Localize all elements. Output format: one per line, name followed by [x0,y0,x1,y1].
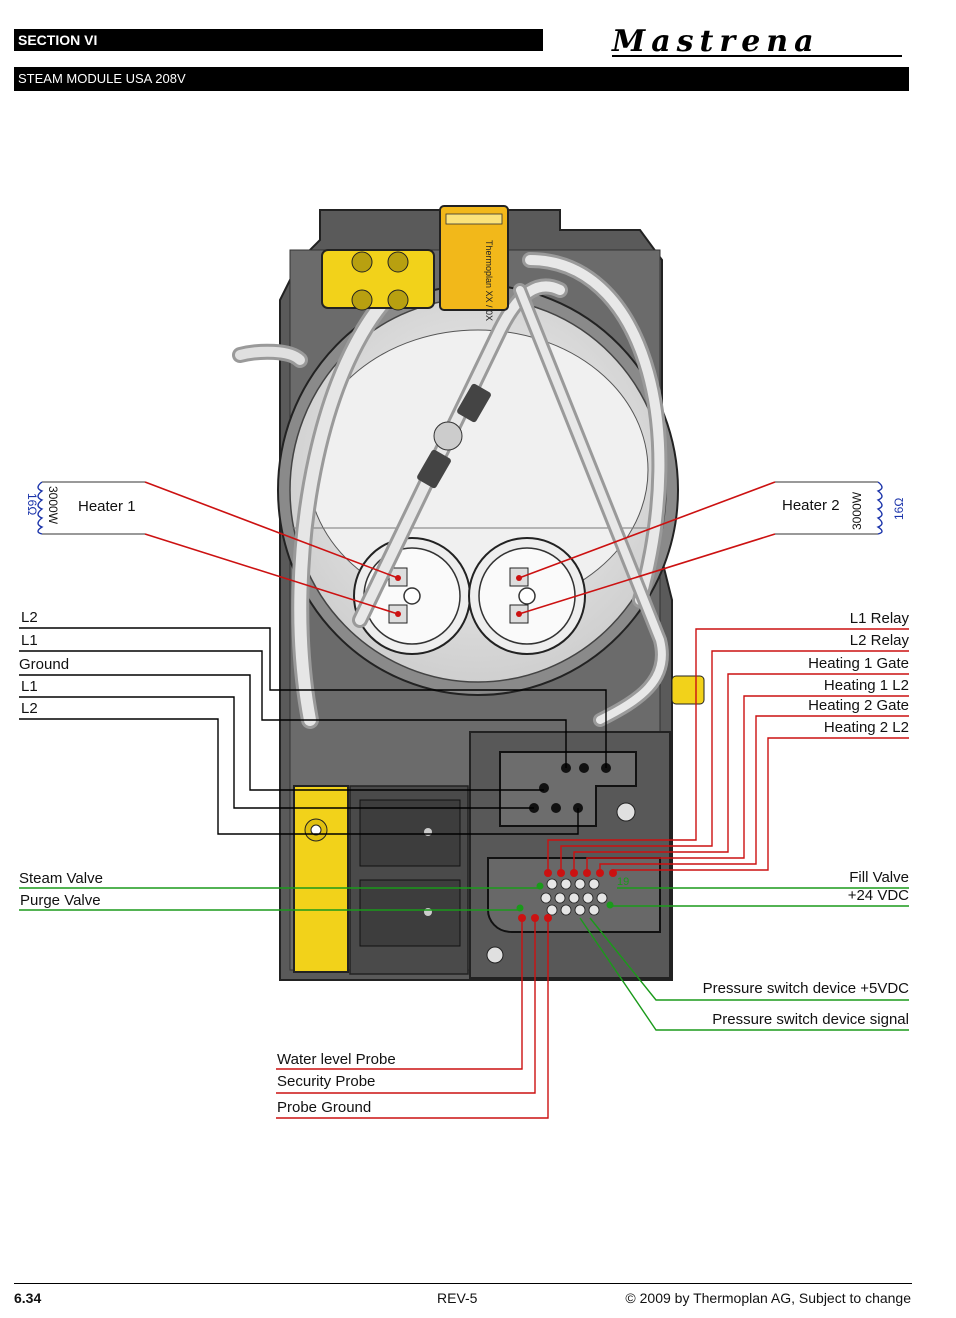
signal-wires-green [19,887,909,1031]
heater-1-power: 3000W [46,486,60,525]
yellow-valve-left [293,785,349,973]
relay-wires [547,628,909,873]
heater-2-label: Heater 2 [782,497,840,514]
heater-2-flange [468,537,586,655]
copyright: © 2009 by Thermoplan AG, Subject to chan… [625,1290,911,1306]
subtitle: STEAM MODULE USA 208V [18,71,186,86]
label-pressure-signal: Pressure switch device signal [712,1011,909,1028]
heater-terminal-dots [395,575,522,617]
heater-2-resistance: 16Ω [892,498,906,520]
label-l2-bottom: L2 [21,700,38,717]
brand-logo: Mastrena [612,24,820,59]
yellow-fitting-right [671,675,705,705]
heater-1-symbol: 3000W 16Ω [25,481,145,535]
subtitle-bar: STEAM MODULE USA 208V [14,67,909,91]
footer-divider [14,1283,912,1284]
pin-19-label: 19 [617,876,629,888]
page-number: 6.34 [14,1290,42,1306]
power-wires [19,627,607,835]
label-heating-1-gate: Heating 1 Gate [808,655,909,672]
label-pressure-5vdc: Pressure switch device +5VDC [702,980,909,997]
label-l1-relay: L1 Relay [849,610,909,627]
label-fill-valve: Fill Valve [849,869,909,886]
label-probe-ground: Probe Ground [277,1099,372,1116]
heater-wires [144,481,776,615]
heater-1-label: Heater 1 [78,498,136,515]
section-title: SECTION VI [18,32,98,48]
boiler [277,284,679,696]
hose-fittings [417,383,491,489]
label-security-probe: Security Probe [277,1073,376,1090]
label-steam-valve: Steam Valve [19,870,103,887]
signal-connector: 19 [487,857,661,933]
label-l1-top: L1 [21,632,38,649]
label-water-level-probe: Water level Probe [277,1051,396,1068]
label-heating-2-gate: Heating 2 Gate [808,697,909,714]
label-l2-relay: L2 Relay [849,632,909,649]
label-heating-1-l2: Heating 1 L2 [823,677,909,694]
label-purge-valve: Purge Valve [20,892,101,909]
label-l2-top: L2 [21,609,38,626]
label-l1-bottom: L1 [21,678,38,695]
section-title-bar: SECTION VI [14,29,543,51]
device-label: Thermoplan XX / 0X [484,240,494,321]
heater-2-power: 3000W [850,491,864,530]
brand-underline [612,55,902,57]
heater-2-symbol: 3000W 16Ω [775,481,906,535]
yellow-solenoid-top [321,249,435,311]
thermoplan-pressure-switch: Thermoplan XX / 0X [439,205,509,321]
label-heating-2-l2: Heating 2 L2 [823,719,909,736]
heater-1-resistance: 16Ω [25,493,39,515]
probe-wires [276,918,549,1119]
revision: REV-5 [437,1290,478,1306]
label-ground: Ground [19,656,70,673]
label-24vdc: +24 VDC [847,887,909,904]
